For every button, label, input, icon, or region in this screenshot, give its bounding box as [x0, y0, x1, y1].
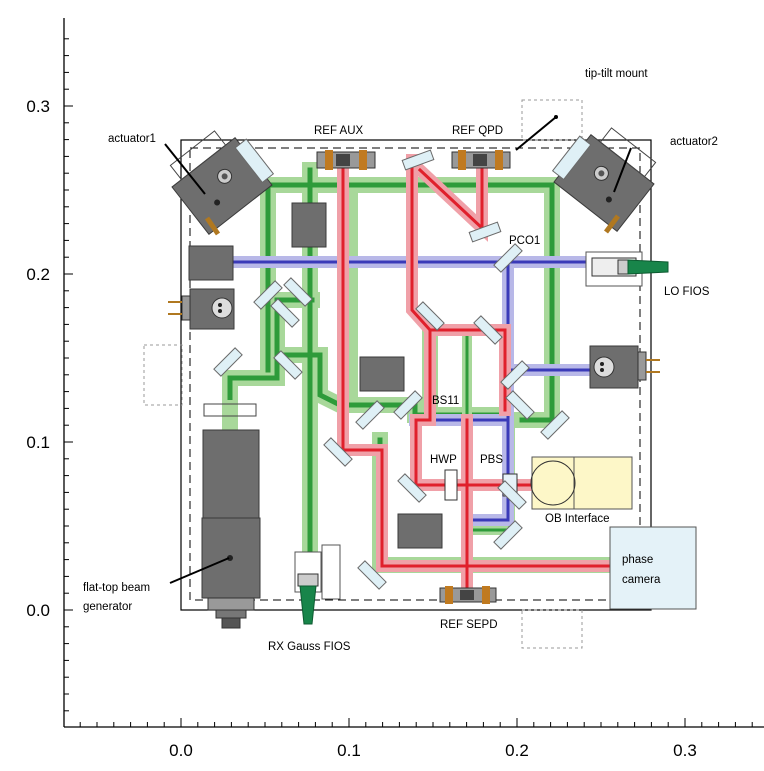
x-tick-label-1: 0.1 — [337, 741, 361, 760]
flat-top-beam-generator — [201, 403, 261, 629]
label-ref-sepd: REF SEPD — [440, 619, 498, 631]
block-center — [359, 356, 405, 392]
leader-lines — [164, 116, 632, 584]
ob-interface — [530, 456, 633, 510]
label-phase-camera-line1: phase — [622, 554, 653, 566]
y-tick-label-1: 0.1 — [26, 433, 50, 452]
y-axis-ticks — [64, 38, 73, 712]
phase-camera — [609, 526, 697, 610]
lo-fios-coupler — [585, 251, 669, 287]
label-bs11: BS11 — [432, 395, 459, 407]
label-flat-top-line1: flat-top beam — [83, 582, 150, 594]
block-left-lo-source — [188, 245, 234, 281]
y-tick-label-0: 0.0 — [26, 601, 50, 620]
block-top-left — [291, 202, 327, 248]
right-fiber-coupler — [589, 345, 660, 389]
actuator1-screw — [204, 216, 221, 236]
actuator1-assembly — [169, 130, 275, 235]
label-flat-top-line2: generator — [83, 601, 132, 613]
x-tick-label-0: 0.0 — [169, 741, 193, 760]
block-lower — [397, 513, 443, 549]
label-actuator2: actuator2 — [670, 136, 718, 148]
rx-gauss-fios-coupler — [294, 544, 341, 625]
actuator2-assembly — [551, 127, 657, 232]
y-tick-label-3: 0.3 — [26, 97, 50, 116]
hwp-element — [444, 469, 458, 501]
label-rx-gauss-fios: RX Gauss FIOS — [268, 641, 351, 653]
ref-sepd-detector — [439, 586, 497, 604]
tip-tilt-dotted-bottom — [521, 609, 583, 649]
x-tick-label-3: 0.3 — [673, 741, 697, 760]
label-pco1: PCO1 — [509, 235, 540, 247]
ref-qpd-detector — [451, 150, 511, 170]
ref-aux-detector — [316, 150, 376, 170]
label-pbs: PBS — [480, 454, 503, 466]
bench-outer-outline — [180, 139, 652, 611]
y-tick-label-2: 0.2 — [26, 265, 50, 284]
label-ref-qpd: REF QPD — [452, 125, 503, 137]
mirrors — [213, 149, 570, 590]
label-actuator1: actuator1 — [108, 133, 156, 145]
tip-tilt-dotted-left — [143, 344, 183, 406]
actuator2-screw — [604, 214, 620, 234]
tip-tilt-leader-dot — [554, 115, 558, 119]
left-fiber-coupler — [168, 288, 235, 330]
label-hwp: HWP — [430, 454, 457, 466]
x-axis-ticks — [79, 718, 753, 727]
x-tick-label-2: 0.2 — [505, 741, 529, 760]
label-tip-tilt-mount: tip-tilt mount — [585, 68, 648, 80]
label-ob-interface: OB Interface — [545, 513, 610, 525]
label-ref-aux: REF AUX — [314, 125, 364, 137]
tip-tilt-dotted-top — [521, 99, 583, 141]
label-lo-fios: LO FIOS — [664, 286, 710, 298]
label-phase-camera-line2: camera — [622, 574, 661, 586]
